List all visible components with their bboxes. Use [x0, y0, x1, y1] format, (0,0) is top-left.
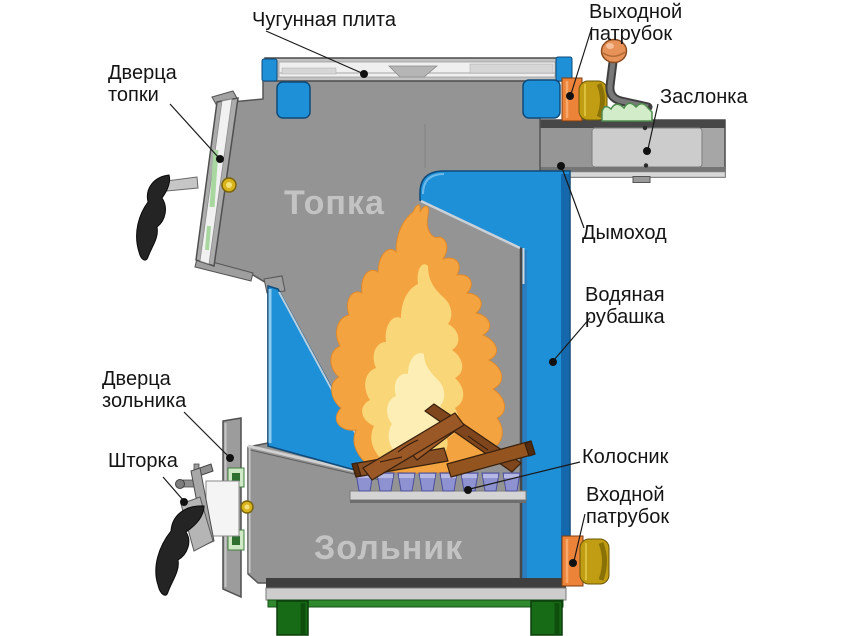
label-outlet-pipe: Выходной патрубок — [589, 1, 683, 46]
ash-door-handle[interactable] — [155, 505, 205, 596]
door-handle-arm — [165, 176, 199, 192]
leader-cast-iron-plate — [265, 30, 368, 78]
outlet-pipe — [561, 77, 608, 122]
label-furnace-door: Дверца топки — [108, 62, 177, 107]
label-chimney: Дымоход — [582, 222, 667, 244]
label-inlet-pipe: Входной патрубок — [586, 484, 670, 529]
leader-grate — [464, 461, 581, 494]
leader-inlet-pipe — [569, 513, 586, 567]
label-ash-pan-chamber: Зольник — [314, 529, 464, 567]
water-jacket — [419, 170, 571, 584]
door-handle[interactable] — [136, 174, 171, 261]
firewood-logs — [351, 403, 536, 481]
label-damper: Заслонка — [660, 86, 748, 108]
furnace-door — [136, 90, 254, 282]
leader-outlet-pipe — [566, 26, 593, 100]
label-cast-iron-plate: Чугунная плита — [252, 9, 396, 31]
cast-iron-plate — [261, 56, 573, 82]
base-and-legs — [265, 578, 567, 636]
leader-lines — [162, 26, 659, 567]
leader-water-jacket — [549, 317, 591, 366]
leader-shutter — [162, 476, 188, 506]
water-jacket-top-corners — [276, 79, 561, 119]
label-water-jacket: Водяная рубашка — [585, 284, 665, 329]
lever-bracket — [601, 102, 653, 122]
inlet-pipe — [561, 535, 610, 587]
label-furnace-chamber: Топка — [284, 184, 385, 222]
leader-damper — [643, 103, 659, 155]
label-ash-door: Дверца зольника — [102, 368, 187, 413]
label-grate: Колосник — [582, 446, 669, 468]
grate-bars — [349, 472, 527, 503]
label-shutter: Шторка — [108, 450, 178, 472]
leader-ash-door — [183, 411, 234, 462]
ash-pan-door — [155, 417, 254, 599]
leader-chimney — [557, 162, 585, 229]
damper-lever — [600, 38, 653, 122]
leader-furnace-door — [169, 103, 224, 163]
